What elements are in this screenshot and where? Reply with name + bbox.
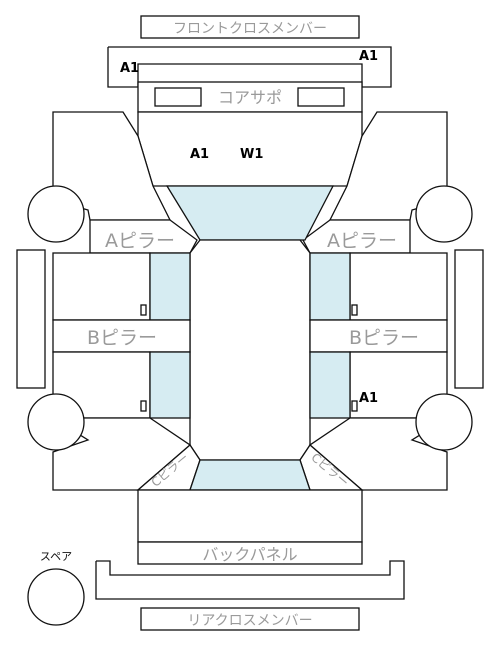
- side-sill-right[interactable]: [454, 249, 484, 389]
- windshield[interactable]: [165, 185, 335, 241]
- rear-cross-member-label: リアクロスメンバー: [187, 613, 312, 629]
- a-pillar-right-label: Aピラー: [327, 230, 397, 252]
- core-support-label: コアサポ: [218, 88, 282, 107]
- rear-quarter-right[interactable]: [308, 417, 450, 491]
- front-member-right-mark: A1: [359, 49, 378, 64]
- wheel-spare[interactable]: [27, 568, 85, 626]
- wheel-front-right[interactable]: [415, 185, 473, 243]
- a-pillar-left[interactable]: [89, 219, 198, 254]
- front-window-right[interactable]: [309, 252, 351, 321]
- front-door-handle-right[interactable]: [351, 304, 358, 316]
- b-pillar-left-label: Bピラー: [87, 327, 157, 349]
- front-door-left[interactable]: [52, 252, 151, 321]
- trunk[interactable]: [137, 489, 363, 543]
- front-cross-member-label: フロントクロスメンバー: [173, 21, 327, 37]
- a-pillar-right[interactable]: [302, 219, 411, 254]
- front-member-left-mark: A1: [120, 61, 139, 76]
- wheel-front-left[interactable]: [27, 185, 85, 243]
- front-window-left[interactable]: [149, 252, 191, 321]
- side-sill-left[interactable]: [16, 249, 46, 389]
- headlight-left[interactable]: [154, 87, 202, 107]
- roof[interactable]: [189, 239, 311, 461]
- rear-quarter-left[interactable]: [50, 417, 192, 491]
- back-panel[interactable]: [137, 541, 363, 565]
- hood-a1-mark: A1: [190, 147, 209, 162]
- rear-right-door-mark: A1: [359, 391, 378, 406]
- front-cross-member[interactable]: [107, 46, 392, 88]
- front-door-right[interactable]: [349, 252, 448, 321]
- headlight-right[interactable]: [297, 87, 345, 107]
- rear-door-handle-left[interactable]: [140, 400, 147, 412]
- a-pillar-left-label: Aピラー: [105, 230, 175, 252]
- rear-window-left[interactable]: [149, 351, 191, 419]
- front-door-handle-left[interactable]: [140, 304, 147, 316]
- rear-cross-member-box[interactable]: [140, 607, 360, 631]
- rear-cross-member[interactable]: [95, 560, 405, 600]
- rear-window-right[interactable]: [309, 351, 351, 419]
- rear-glass[interactable]: [189, 459, 311, 491]
- front-cross-member-box[interactable]: [140, 15, 360, 39]
- b-pillar-right-label: Bピラー: [349, 327, 419, 349]
- back-panel-label: バックパネル: [202, 545, 297, 564]
- wheel-rear-right[interactable]: [415, 393, 473, 451]
- b-pillar-right[interactable]: [309, 319, 448, 353]
- hood-w1-mark: W1: [240, 147, 263, 162]
- wheel-rear-left[interactable]: [27, 393, 85, 451]
- rear-door-handle-right[interactable]: [351, 400, 358, 412]
- spare-label: スペア: [40, 550, 72, 563]
